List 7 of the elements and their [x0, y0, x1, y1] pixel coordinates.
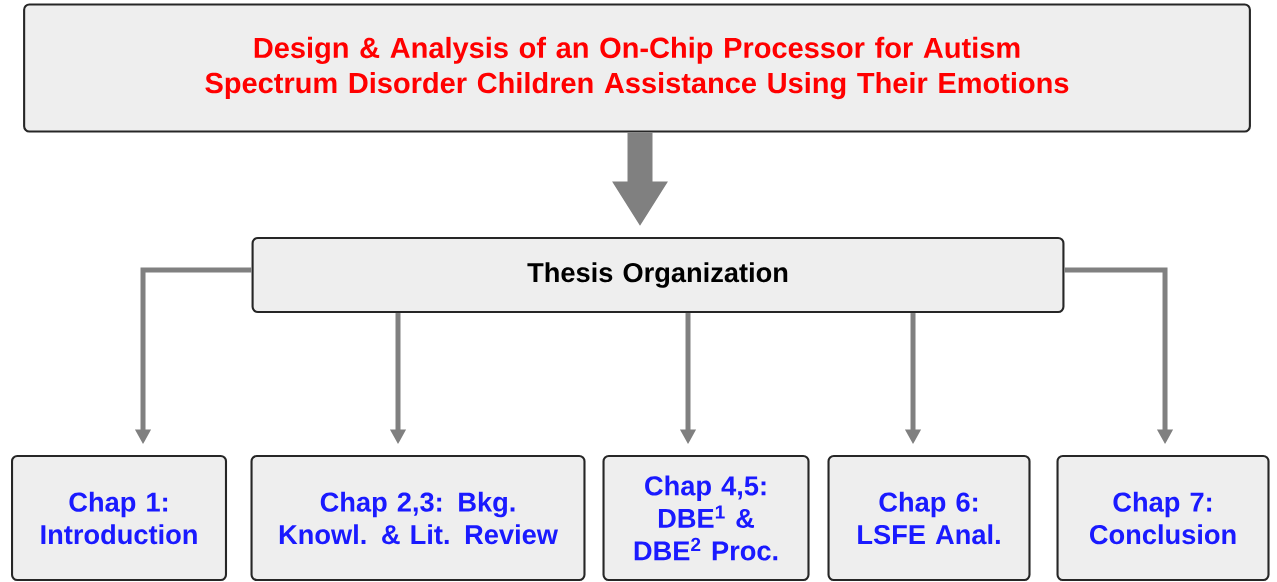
- chapter-box: Chap 7: Conclusion: [1056, 454, 1270, 582]
- hub-box: Thesis Organization: [251, 236, 1065, 314]
- chapter-box: Chap 6: LSFE Anal.: [827, 454, 1031, 582]
- chapter-box: Chap 4,5: DBE$^{1}$ & DBE$^{2}$ Proc.: [602, 454, 810, 582]
- title-box: Design & Analysis of an On-Chip Processor for Autism Spectrum Disorder Children Assistance Using Their Emotions: [23, 3, 1251, 133]
- chapter-box: Chap 1: Introduction: [10, 454, 228, 582]
- chapter-box: Chap 2,3: Bkg. Knowl. & Lit. Review: [250, 454, 586, 582]
